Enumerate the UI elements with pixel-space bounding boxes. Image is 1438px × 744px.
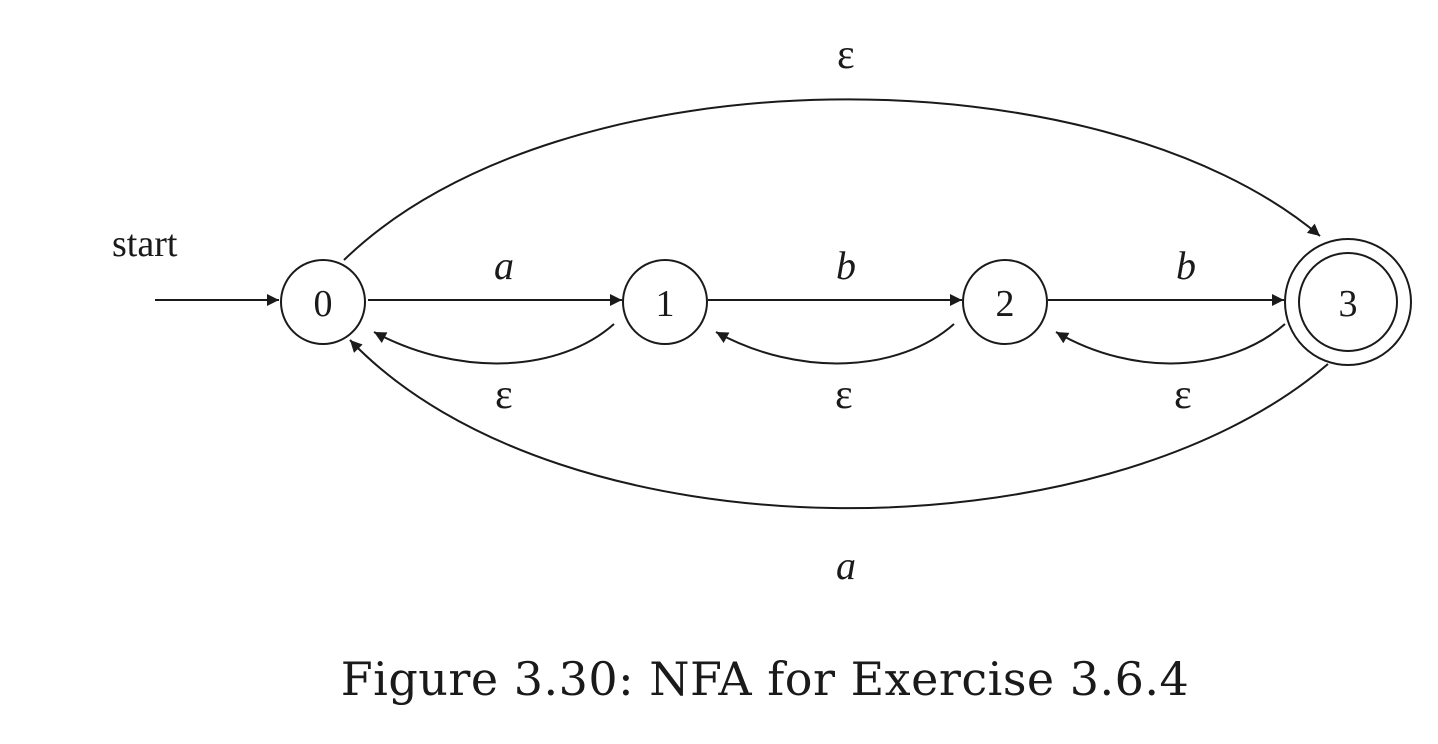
edge-label-3-to-0: a <box>836 543 856 588</box>
state-0-label: 0 <box>314 283 333 325</box>
state-3-accepting: 3 <box>1284 238 1412 366</box>
edge-1-to-0 <box>373 323 615 365</box>
state-2: 2 <box>962 259 1048 345</box>
start-label: start <box>112 223 178 265</box>
edge-2-to-1 <box>715 323 955 365</box>
state-1: 1 <box>622 259 708 345</box>
edge-label-2-to-1: ε <box>835 372 853 418</box>
figure-caption: Figure 3.30: NFA for Exercise 3.6.4 <box>340 652 1190 706</box>
edge-label-3-to-2: ε <box>1174 372 1192 418</box>
edge-label-0-to-3: ε <box>837 32 855 78</box>
state-1-label: 1 <box>656 283 675 325</box>
nfa-diagram: start ε a b b ε ε ε a 0 1 2 3 <box>112 32 1412 588</box>
edge-0-to-3 <box>343 98 1321 261</box>
state-3-label: 3 <box>1339 283 1358 325</box>
state-2-label: 2 <box>996 283 1015 325</box>
state-0: 0 <box>280 259 366 345</box>
edge-3-to-2 <box>1055 323 1286 365</box>
edge-label-1-to-0: ε <box>495 372 513 418</box>
edge-label-0-to-1: a <box>494 243 514 288</box>
edge-3-to-0 <box>349 339 1329 509</box>
edge-label-1-to-2: b <box>836 243 856 288</box>
edge-label-2-to-3: b <box>1176 243 1196 288</box>
